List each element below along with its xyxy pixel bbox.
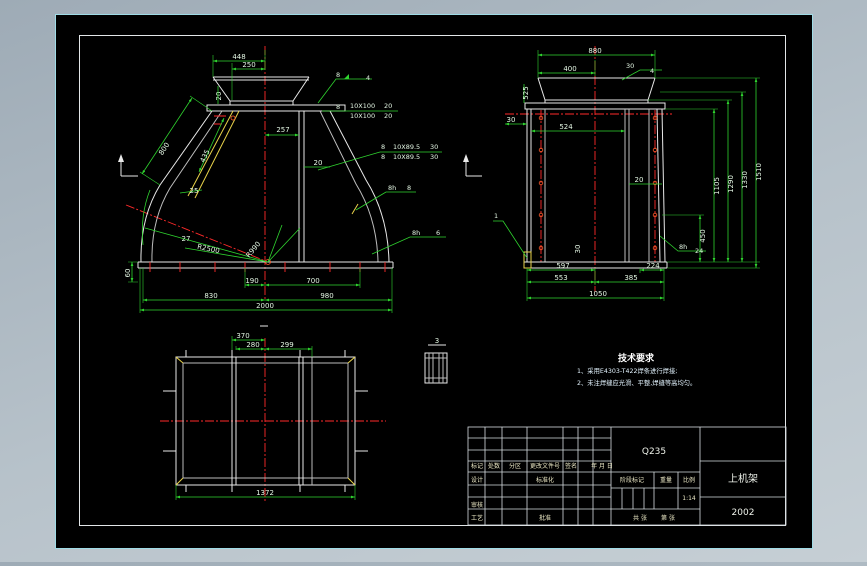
front-dim-700: 700 xyxy=(306,277,319,285)
front-weld-flange-pitch-2: 20 xyxy=(384,112,392,120)
tb-scale: 1:14 xyxy=(682,495,696,502)
front-dim-25: 25 xyxy=(190,187,199,195)
side-dim-524: 524 xyxy=(559,123,573,131)
side-dim-553: 553 xyxy=(554,274,567,282)
front-weld-rib-size-2: 8 xyxy=(381,153,385,161)
tb-sheet: 第 张 xyxy=(661,514,675,522)
tb-stage-label: 阶段标记 xyxy=(620,476,644,484)
tech-requirement-2: 2、未注焊缝应光滑、平整,焊缝等高均匀。 xyxy=(577,378,696,387)
front-weld-rib-spec-1: 10X89.5 xyxy=(393,143,420,151)
side-weld-top-size: 30 xyxy=(626,62,634,70)
tb-sheets-total: 共 张 xyxy=(633,514,647,522)
top-dim-370: 370 xyxy=(236,332,249,340)
front-weld-side-size: 8h xyxy=(388,184,396,192)
tb-rev-mark: 标记 xyxy=(471,462,483,470)
side-dim-1510: 1510 xyxy=(755,163,763,181)
tb-standardization-label: 标准化 xyxy=(536,476,554,484)
front-weld-flange-size: 8 xyxy=(336,103,340,111)
front-dim-rib-20: 20 xyxy=(314,159,323,167)
tb-approver-label: 批准 xyxy=(539,514,551,522)
top-dim-280: 280 xyxy=(246,341,259,349)
side-weld-leg-count: 24 xyxy=(695,247,703,255)
side-dim-450: 450 xyxy=(699,229,707,242)
front-dim-830: 830 xyxy=(204,292,217,300)
front-weld-rib-size-1: 8 xyxy=(381,143,385,151)
front-dim-27: 27 xyxy=(182,235,191,243)
front-weld-rib-pitch-1: 30 xyxy=(430,143,438,151)
drawing-frame xyxy=(79,35,786,526)
detail-view: 3 xyxy=(424,337,448,384)
side-weld-top-count: 4 xyxy=(650,67,654,75)
detail-label: 3 xyxy=(435,337,439,345)
tb-rev-doc: 更改文件号 xyxy=(530,462,560,470)
front-weld-rib-spec-2: 10X89.5 xyxy=(393,153,420,161)
side-dim-525: 525 xyxy=(522,86,530,99)
side-dim-385: 385 xyxy=(624,274,637,282)
front-dim-neck-20: 20 xyxy=(215,92,223,101)
side-dim-880: 880 xyxy=(588,47,601,55)
side-dim-400: 400 xyxy=(563,65,576,73)
tb-part-name: 上机架 xyxy=(728,472,758,485)
tb-scale-label: 比例 xyxy=(683,476,695,484)
side-dim-1330: 1330 xyxy=(741,171,749,189)
side-dim-1050: 1050 xyxy=(589,290,607,298)
front-weld-side-count: 8 xyxy=(407,184,411,192)
tb-rev-date: 年 月 日 xyxy=(591,462,613,470)
tech-requirement-1: 1、采用E4303-T422焊条进行焊接; xyxy=(577,366,677,375)
tb-drawing-no: 2002 xyxy=(732,508,755,518)
side-part-ref: 1 xyxy=(494,212,498,220)
front-dim-190: 190 xyxy=(245,277,258,285)
side-dim-foot-30: 30 xyxy=(574,245,582,254)
front-view: 448 250 20 800 435 257 20 25 27 R2500 R9… xyxy=(118,46,446,327)
top-dim-1372: 1372 xyxy=(256,489,274,497)
side-dim-224: 224 xyxy=(646,262,660,270)
side-dim-rib-20: 20 xyxy=(635,176,644,184)
model-space xyxy=(55,14,813,549)
front-dim-60: 60 xyxy=(124,269,132,278)
side-weld-leg-size: 8h xyxy=(679,243,687,251)
tb-designer-label: 设计 xyxy=(471,476,483,484)
tb-material: Q235 xyxy=(642,447,666,457)
top-view: 370 280 299 1372 xyxy=(160,332,386,502)
side-dim-1105: 1105 xyxy=(713,177,721,195)
side-dim-1290: 1290 xyxy=(727,175,735,193)
front-dim-448: 448 xyxy=(232,53,245,61)
side-dim-597: 597 xyxy=(556,262,569,270)
front-weld-flange-pitch-1: 20 xyxy=(384,102,392,110)
front-weld-flange-spec-2: 10X100 xyxy=(350,112,375,120)
front-weld-base-count: 6 xyxy=(436,229,440,237)
tech-requirements-heading: 技术要求 xyxy=(618,352,655,364)
tb-checker-label: 审核 xyxy=(471,501,483,509)
front-weld-rib-pitch-2: 30 xyxy=(430,153,438,161)
front-dim-250: 250 xyxy=(242,61,255,69)
section-marker-right xyxy=(463,154,482,177)
title-block: 标记 处数 分区 更改文件号 签名 年 月 日 设计 标准化 审核 工艺 批准 … xyxy=(467,426,787,526)
tb-rev-count: 处数 xyxy=(488,462,500,470)
front-dim-980: 980 xyxy=(320,292,333,300)
tb-process-label: 工艺 xyxy=(471,514,483,522)
front-weld-top-size: 8 xyxy=(336,71,340,79)
tb-rev-zone: 分区 xyxy=(509,462,521,470)
front-dim-257: 257 xyxy=(276,126,289,134)
front-dim-2000: 2000 xyxy=(256,302,274,310)
side-dim-30: 30 xyxy=(507,116,516,124)
front-weld-flange-spec-1: 10X100 xyxy=(350,102,375,110)
top-dim-299: 299 xyxy=(280,341,293,349)
tech-requirements: 技术要求 1、采用E4303-T422焊条进行焊接; 2、未注焊缝应光滑、平整,… xyxy=(577,352,696,387)
front-weld-base-size: 8h xyxy=(412,229,420,237)
side-view: 880 400 525 30 4 30 524 20 450 1105 1290… xyxy=(463,46,763,301)
section-marker-left xyxy=(118,154,138,177)
tb-weight-label: 重量 xyxy=(660,476,672,484)
tb-rev-sign: 签名 xyxy=(565,462,577,470)
front-weld-top-count: 4 xyxy=(366,74,370,82)
